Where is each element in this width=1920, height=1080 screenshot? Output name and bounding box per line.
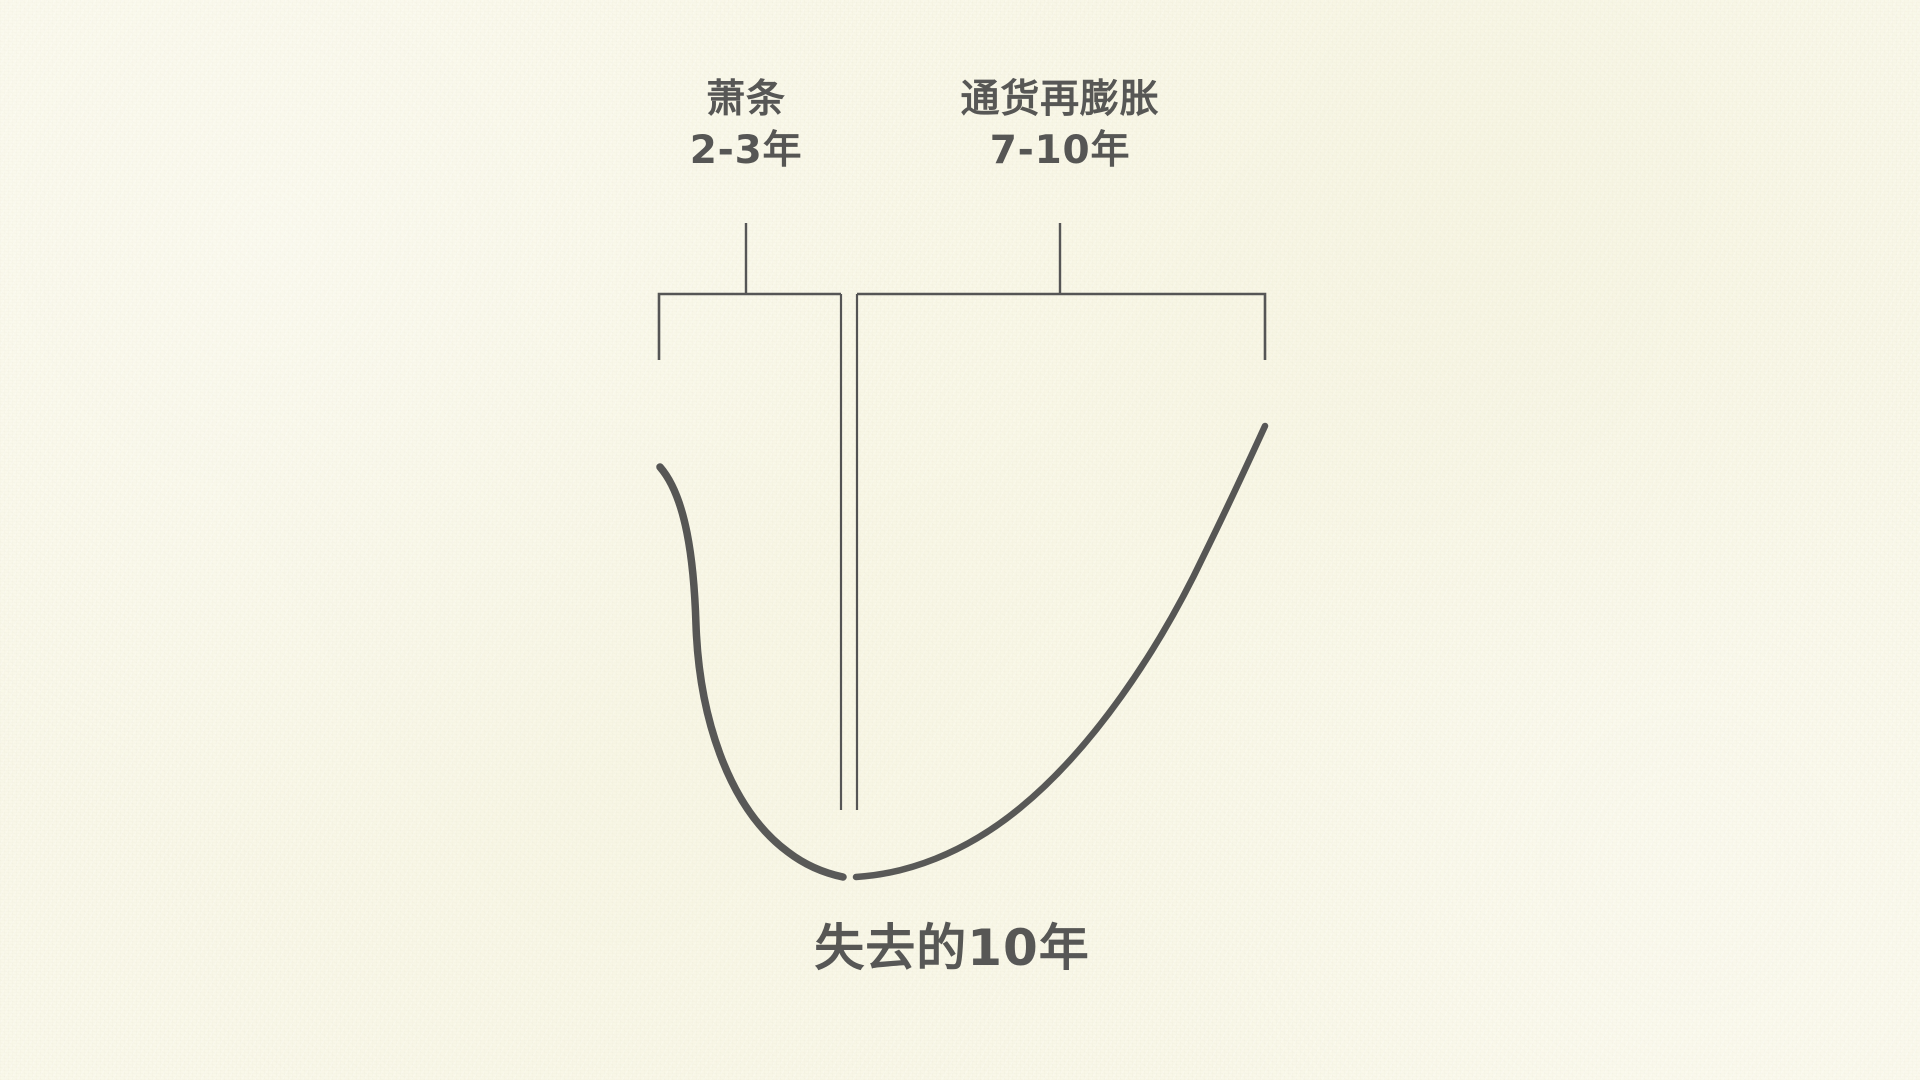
curve-segment-recession [656, 463, 847, 881]
bracket-recession [657, 292, 841, 360]
phase-duration-reflation: 7-10年 [989, 128, 1131, 173]
phase-name-recession: 萧条 [706, 77, 786, 122]
phase-duration-recession: 2-3年 [689, 128, 803, 173]
phase-label-reflation: 通货再膨胀 7-10年 [961, 74, 1160, 176]
phase-label-recession: 萧条 2-3年 [690, 74, 803, 176]
caption-lost-decade: 失去的10年 [814, 919, 1090, 977]
phase-name-reflation: 通货再膨胀 [960, 77, 1160, 122]
bracket-reflation [857, 292, 1267, 360]
curve-segment-reflation [852, 422, 1269, 881]
